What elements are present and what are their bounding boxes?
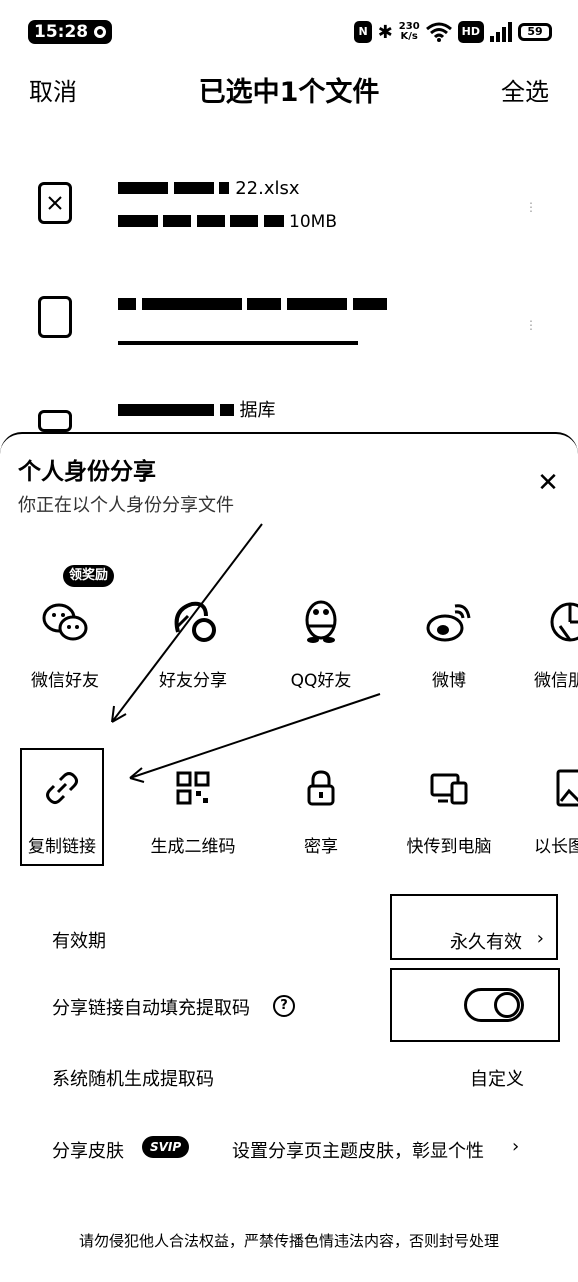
autofill-toggle[interactable] <box>464 988 524 1022</box>
autofill-label: 分享链接自动填充提取码 <box>52 998 250 1019</box>
skin-label: 分享皮肤 <box>52 1141 124 1162</box>
file-icon <box>38 296 72 338</box>
skin-setting-button[interactable]: 设置分享页主题皮肤，彰显个性 <box>232 1141 484 1162</box>
qq-icon <box>295 596 347 648</box>
private-share-button[interactable]: 密享 <box>266 762 376 857</box>
file-icon <box>38 410 72 432</box>
qrcode-icon <box>167 762 219 814</box>
long-image-button[interactable]: 以长图 <box>522 762 578 857</box>
file-item[interactable]: 据库 <box>0 390 578 432</box>
cancel-button[interactable]: 取消 <box>29 78 77 106</box>
more-icon[interactable]: ⋮ <box>525 200 539 214</box>
link-icon <box>36 762 88 814</box>
help-icon[interactable]: ? <box>273 995 295 1017</box>
share-label: 以长图 <box>534 837 578 857</box>
net-speed: 230 K/s <box>398 21 420 42</box>
share-label: 微信好友 <box>31 671 99 691</box>
wifi-icon <box>425 22 452 42</box>
hd-icon: HD <box>457 21 484 43</box>
long-image-icon <box>544 762 578 814</box>
share-label: 好友分享 <box>159 671 227 691</box>
autofill-toggle-area <box>390 968 560 1042</box>
share-weibo[interactable]: 微博 <box>394 596 504 691</box>
file-name: 据库 <box>118 396 275 422</box>
share-label: 密享 <box>304 837 338 857</box>
chevron-right-icon: › <box>512 1064 520 1085</box>
copy-link-button[interactable]: 复制链接 <box>7 762 117 857</box>
chevron-right-icon: › <box>512 1136 520 1157</box>
status-bar: 15:28 N ✱ 230 K/s HD 59 <box>0 0 578 64</box>
random-code-label: 系统随机生成提取码 <box>52 1069 214 1090</box>
sheet-subtitle: 你正在以个人身份分享文件 <box>18 495 234 516</box>
status-time: 15:28 <box>28 20 113 44</box>
weibo-icon <box>423 596 475 648</box>
custom-code-button[interactable]: 自定义 <box>470 1069 524 1090</box>
reward-badge: 领奖励 <box>63 565 115 587</box>
share-label: QQ好友 <box>290 671 352 691</box>
share-label: 微博 <box>432 671 466 691</box>
select-all-button[interactable]: 全选 <box>501 78 549 106</box>
computer-icon <box>423 762 475 814</box>
file-meta: 10MB <box>118 212 337 232</box>
file-list: 22.xlsx 10MB ⋮ ⋮ <box>0 160 578 432</box>
share-label: 微信朋 <box>534 671 578 691</box>
file-name: 22.xlsx <box>118 178 300 199</box>
generate-qrcode-button[interactable]: 生成二维码 <box>138 762 248 857</box>
validity-label: 有效期 <box>52 931 106 952</box>
moments-icon <box>544 596 578 648</box>
share-qq-friend[interactable]: QQ好友 <box>266 596 376 691</box>
file-item[interactable]: 22.xlsx 10MB ⋮ <box>0 160 578 260</box>
file-meta <box>118 330 358 350</box>
chevron-right-icon: › <box>536 928 544 949</box>
footer-note: 请勿侵犯他人合法权益，严禁传播色情违法内容，否则封号处理 <box>78 1232 499 1250</box>
validity-selector[interactable]: 永久有效 › <box>390 894 558 960</box>
toggle-knob <box>494 992 520 1018</box>
sheet-title: 个人身份分享 <box>18 459 156 485</box>
battery-icon: 59 <box>518 23 552 41</box>
file-name <box>118 294 387 315</box>
signal-icon <box>490 22 512 42</box>
highlight-box <box>20 748 104 866</box>
share-label: 生成二维码 <box>150 837 236 857</box>
page-title: 已选中1个文件 <box>198 77 380 108</box>
share-label: 快传到电脑 <box>406 837 492 857</box>
wechat-icon <box>39 596 91 648</box>
close-icon[interactable]: ✕ <box>537 468 559 498</box>
share-wechat-friend[interactable]: 微信好友 <box>10 596 120 691</box>
nfc-icon: N <box>354 21 372 43</box>
lock-icon <box>295 762 347 814</box>
friend-share-icon <box>167 596 219 648</box>
status-icons: N ✱ 230 K/s HD 59 <box>354 18 552 46</box>
send-to-pc-button[interactable]: 快传到电脑 <box>394 762 504 857</box>
clock-text: 15:28 <box>34 22 89 42</box>
excel-file-icon <box>38 182 72 224</box>
share-moments[interactable]: 微信朋 <box>522 596 578 691</box>
share-label: 复制链接 <box>28 837 96 857</box>
record-icon <box>94 26 107 38</box>
file-item[interactable]: ⋮ <box>0 278 578 378</box>
svip-badge: SVIP <box>142 1136 190 1158</box>
more-icon[interactable]: ⋮ <box>525 318 539 332</box>
bluetooth-icon: ✱ <box>377 21 393 43</box>
validity-value: 永久有效 <box>450 932 522 953</box>
share-friend-share[interactable]: 好友分享 <box>138 596 248 691</box>
